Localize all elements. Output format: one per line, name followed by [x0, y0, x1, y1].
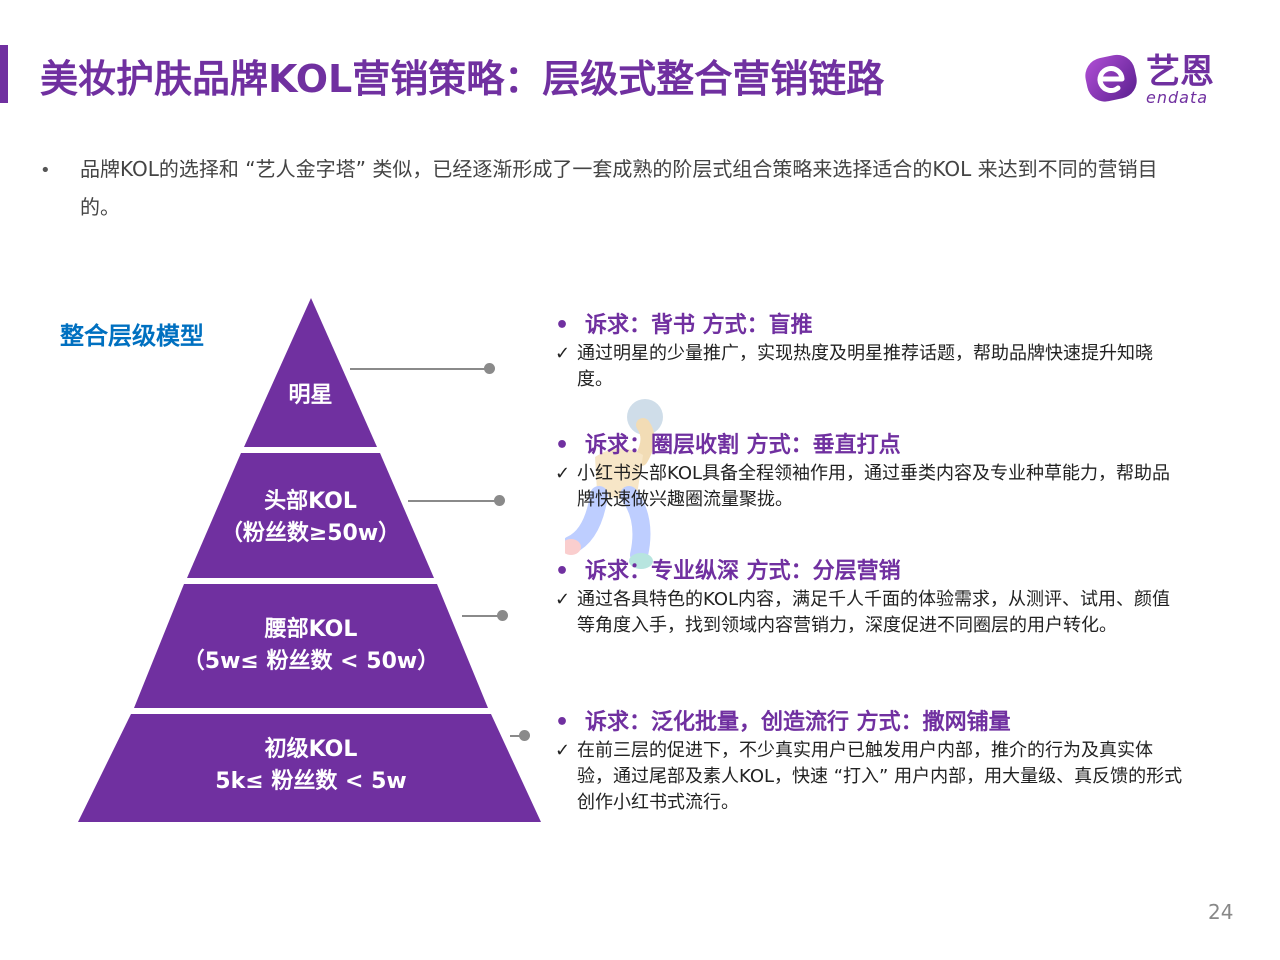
pyramid-tier-2-shape [187, 453, 434, 578]
tier-label: 初级KOL [264, 737, 358, 762]
pyramid-tier-1-shape [244, 298, 377, 447]
strategy-heading: • 诉求：背书 方式：盲推 [555, 311, 1185, 341]
connector-line-4 [510, 735, 524, 737]
pyramid-tier-3-shape [134, 584, 488, 708]
intro-bullet: • [40, 160, 51, 181]
logo-text: 艺恩 [1146, 52, 1214, 92]
connector-dot-4 [519, 730, 530, 741]
pyramid-tier-3: 腰部KOL （5w≤ 粉丝数 < 50w） [134, 614, 488, 678]
strategy-bullet: • [555, 710, 570, 735]
pyramid-tier-1: 明星 [244, 380, 377, 412]
strategy-block-4: • 诉求：泛化批量，创造流行 方式：撒网铺量 ✓ 在前三层的促进下，不少真实用户已… [555, 708, 1185, 816]
pyramid-tier-4-shape [78, 714, 541, 822]
connector-dot-2 [494, 495, 505, 506]
connector-dot-3 [497, 610, 508, 621]
strategy-bullet: • [555, 559, 570, 584]
strategy-heading: • 诉求：泛化批量，创造流行 方式：撒网铺量 [555, 708, 1185, 738]
tier-label: 明星 [288, 383, 333, 408]
strategy-description-text: 通过各具特色的KOL内容，满足千人千面的体验需求，从测评、试用、颜值等角度入手，… [577, 589, 1171, 636]
running-person-illustration [565, 399, 663, 569]
page-title: 美妆护肤品牌KOL营销策略：层级式整合营销链路 [40, 57, 885, 101]
logo-subtext: endata [1146, 88, 1209, 107]
strategy-block-3: • 诉求：专业纵深 方式：分层营销 ✓ 通过各具特色的KOL内容，满足千人千面的体… [555, 557, 1185, 639]
strategy-description-text: 在前三层的促进下，不少真实用户已触发用户内部，推介的行为及真实体验，通过尾部及素… [577, 740, 1183, 813]
strategy-heading-text: 诉求：泛化批量，创造流行 方式：撒网铺量 [585, 710, 1011, 735]
connector-line-3 [462, 615, 502, 617]
page-number: 24 [1208, 900, 1234, 924]
check-icon: ✓ [555, 589, 571, 610]
connector-line-1 [350, 368, 488, 370]
intro-text: 品牌KOL的选择和 “艺人金字塔” 类似，已经逐渐形成了一套成熟的阶层式组合策略… [80, 157, 1158, 219]
title-accent-bar [0, 45, 8, 103]
check-icon: ✓ [555, 343, 571, 364]
connector-dot-1 [484, 363, 495, 374]
connector-line-2 [408, 500, 498, 502]
strategy-heading-text: 诉求：专业纵深 方式：分层营销 [585, 559, 901, 584]
strategy-description-text: 通过明星的少量推广，实现热度及明星推荐话题，帮助品牌快速提升知晓度。 [577, 343, 1153, 390]
strategy-heading-text: 诉求：圈层收割 方式：垂直打点 [585, 433, 901, 458]
strategy-block-1: • 诉求：背书 方式：盲推 ✓ 通过明星的少量推广，实现热度及明星推荐话题，帮助品… [555, 311, 1185, 393]
endata-logo: 艺恩 endata [1082, 44, 1242, 114]
endata-e-logo-icon [1085, 54, 1137, 102]
check-icon: ✓ [555, 463, 571, 484]
strategy-description: ✓ 小红书头部KOL具备全程领袖作用，通过垂类内容及专业种草能力，帮助品牌快速做… [555, 461, 1185, 513]
strategy-description: ✓ 通过各具特色的KOL内容，满足千人千面的体验需求，从测评、试用、颜值等角度入… [555, 587, 1185, 639]
tier-range: （5w≤ 粉丝数 < 50w） [182, 649, 440, 674]
strategy-description-text: 小红书头部KOL具备全程领袖作用，通过垂类内容及专业种草能力，帮助品牌快速做兴趣… [577, 463, 1171, 510]
strategy-heading-text: 诉求：背书 方式：盲推 [585, 313, 813, 338]
strategy-description: ✓ 通过明星的少量推广，实现热度及明星推荐话题，帮助品牌快速提升知晓度。 [555, 341, 1185, 393]
pyramid-tier-4: 初级KOL 5k≤ 粉丝数 < 5w [131, 734, 491, 798]
check-icon: ✓ [555, 740, 571, 761]
strategy-heading: • 诉求：专业纵深 方式：分层营销 [555, 557, 1185, 587]
tier-range: 5k≤ 粉丝数 < 5w [215, 769, 407, 794]
strategy-bullet: • [555, 433, 570, 458]
model-label: 整合层级模型 [60, 322, 204, 350]
tier-range: （粉丝数≥50w） [220, 521, 401, 546]
strategy-bullet: • [555, 313, 570, 338]
pyramid-tier-2: 头部KOL （粉丝数≥50w） [187, 486, 434, 550]
strategy-description: ✓ 在前三层的促进下，不少真实用户已触发用户内部，推介的行为及真实体验，通过尾部… [555, 738, 1185, 816]
tier-label: 腰部KOL [264, 617, 358, 642]
tier-label: 头部KOL [264, 489, 357, 514]
strategy-block-2: • 诉求：圈层收割 方式：垂直打点 ✓ 小红书头部KOL具备全程领袖作用，通过垂类… [555, 431, 1185, 513]
strategy-heading: • 诉求：圈层收割 方式：垂直打点 [555, 431, 1185, 461]
